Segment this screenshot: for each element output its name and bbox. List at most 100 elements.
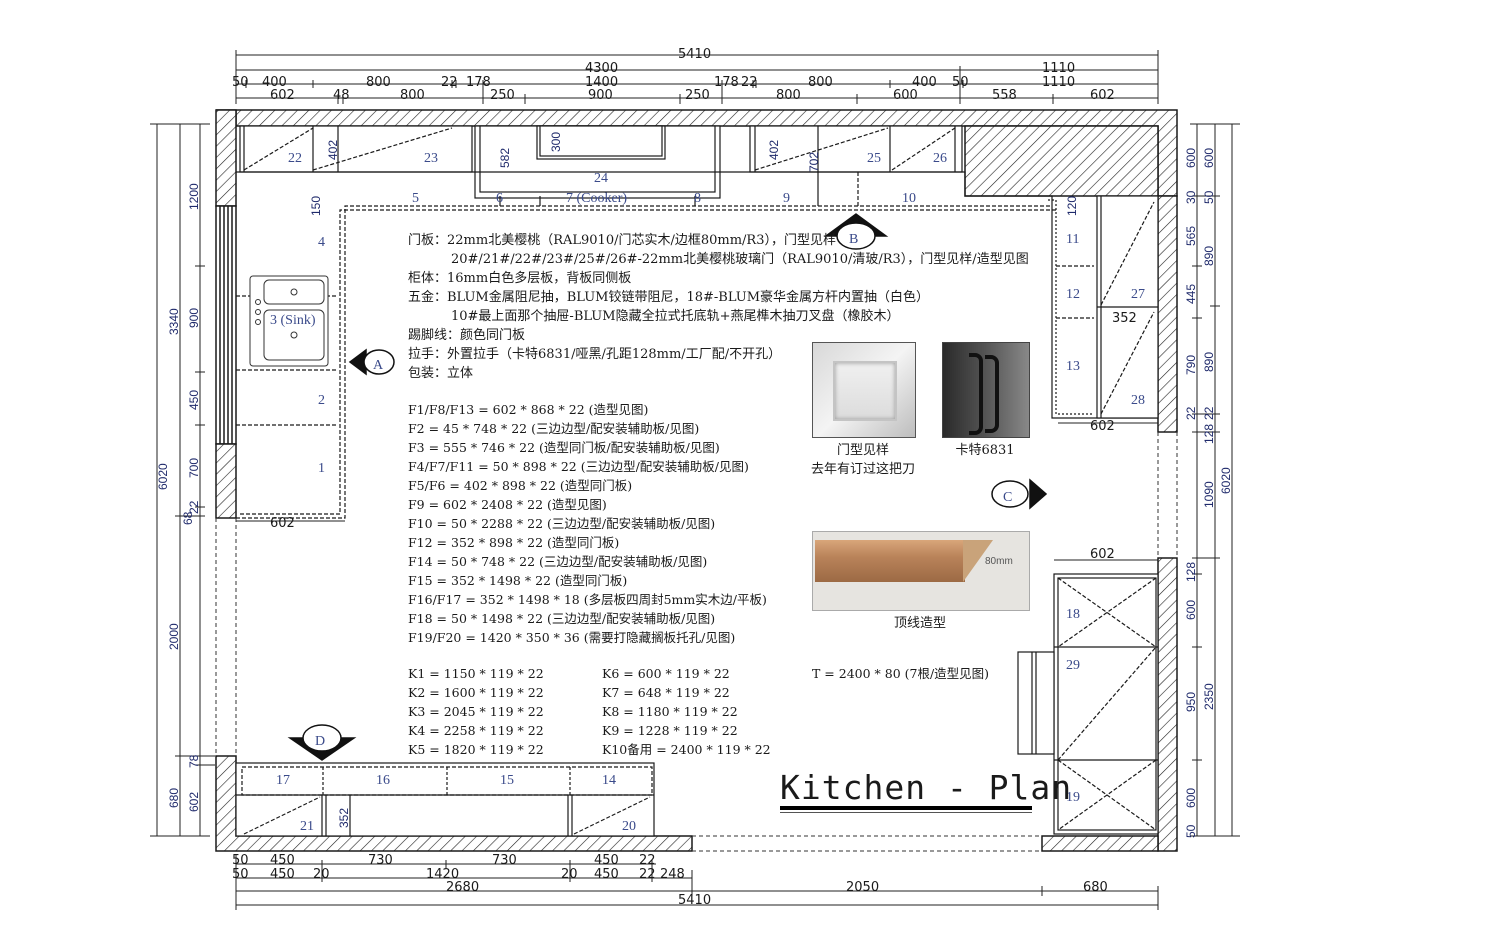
kickboard-item: K3 = 2045 * 119 * 22 <box>408 704 544 719</box>
svg-text:50: 50 <box>1184 824 1198 838</box>
svg-text:18: 18 <box>1066 607 1080 622</box>
svg-text:602: 602 <box>1090 419 1115 434</box>
material-notes: 门板：22mm北美樱桃（RAL9010/门芯实木/边框80mm/R3），门型见样… <box>408 231 1029 383</box>
svg-text:20: 20 <box>561 867 578 882</box>
svg-text:4: 4 <box>318 235 325 250</box>
svg-text:300: 300 <box>549 132 563 152</box>
svg-text:602: 602 <box>270 516 295 531</box>
svg-text:602: 602 <box>1090 547 1115 562</box>
panel-item: F12 = 352 * 898 * 22 (造型同门板) <box>408 535 620 550</box>
panel-item: F9 = 602 * 2408 * 22 (造型见图) <box>408 497 607 512</box>
svg-text:600: 600 <box>1184 148 1198 168</box>
note-kickboard: 踢脚线：颜色同门板 <box>408 328 526 343</box>
svg-text:120: 120 <box>1065 196 1079 216</box>
note-glass-door: 20#/21#/22#/23#/25#/26#-22mm北美樱桃玻璃门（RAL9… <box>451 252 1029 267</box>
kickboard-item: K2 = 1600 * 119 * 22 <box>408 685 544 700</box>
svg-text:1200: 1200 <box>187 183 201 210</box>
svg-text:8: 8 <box>694 191 701 206</box>
svg-text:900: 900 <box>187 308 201 328</box>
svg-text:C: C <box>1003 490 1012 505</box>
svg-text:22: 22 <box>639 853 656 868</box>
door-sample-caption-2: 去年有订过这把刀 <box>810 462 915 477</box>
kickboard-item: K10备用 = 2400 * 119 * 22 <box>602 742 771 757</box>
svg-text:352: 352 <box>337 808 351 828</box>
svg-text:3340: 3340 <box>167 308 181 335</box>
svg-text:29: 29 <box>1066 658 1080 673</box>
svg-text:602: 602 <box>1090 88 1115 103</box>
svg-text:5410: 5410 <box>678 893 711 908</box>
svg-text:4300: 4300 <box>585 61 618 76</box>
bottom-dimension-labels: 50 450 730 730 450 22 50 450 20 1420 20 … <box>232 853 1108 908</box>
svg-text:6020: 6020 <box>156 463 170 490</box>
view-marker-c <box>991 478 1048 510</box>
svg-text:600: 600 <box>1202 148 1216 168</box>
svg-text:178: 178 <box>714 75 739 90</box>
svg-text:13: 13 <box>1066 359 1080 374</box>
note-door: 门板：22mm北美樱桃（RAL9010/门芯实木/边框80mm/R3），门型见样 <box>408 233 836 248</box>
svg-text:6020: 6020 <box>1219 467 1233 494</box>
note-carcass: 柜体：16mm白色多层板，背板同侧板 <box>408 271 632 286</box>
view-marker-a <box>348 348 395 376</box>
svg-text:1400: 1400 <box>585 75 618 90</box>
svg-text:1: 1 <box>318 461 325 476</box>
panel-item: F18 = 50 * 1498 * 22 (三边边型/配安装辅助板/见图) <box>408 611 716 626</box>
svg-text:10: 10 <box>902 191 916 206</box>
svg-text:890: 890 <box>1202 352 1216 372</box>
svg-text:950: 950 <box>1184 692 1198 712</box>
svg-text:450: 450 <box>270 853 295 868</box>
svg-text:800: 800 <box>808 75 833 90</box>
svg-text:15: 15 <box>500 773 514 788</box>
panel-item: F5/F6 = 402 * 898 * 22 (造型同门板) <box>408 478 633 493</box>
svg-text:2050: 2050 <box>846 880 879 895</box>
wall-right-lower <box>1157 557 1178 852</box>
svg-text:890: 890 <box>1202 246 1216 266</box>
top-dimension-labels: 5410 4300 1110 50 400 800 22 178 1400 17… <box>232 47 1115 103</box>
right-dimensions <box>1190 123 1240 837</box>
svg-text:50: 50 <box>952 75 969 90</box>
svg-text:450: 450 <box>594 853 619 868</box>
svg-text:2350: 2350 <box>1202 683 1216 710</box>
svg-text:450: 450 <box>187 390 201 410</box>
door-sample-caption: 门型见样 <box>836 443 889 458</box>
panel-item: F19/F20 = 1420 * 350 * 36 (需要打隐藏搁板托孔/见图) <box>408 630 736 645</box>
svg-text:A: A <box>373 358 384 373</box>
bottom-cabinets <box>235 762 655 837</box>
svg-text:5410: 5410 <box>678 47 711 62</box>
kickboard-list-1: K1 = 1150 * 119 * 22 K2 = 1600 * 119 * 2… <box>408 664 544 759</box>
svg-text:128: 128 <box>1202 424 1216 444</box>
crown-molding-caption: 顶线造型 <box>893 616 946 631</box>
handle-bar-icon <box>969 353 983 435</box>
bottom-dimensions <box>235 855 1159 910</box>
svg-text:1110: 1110 <box>1042 61 1075 76</box>
svg-text:702: 702 <box>807 152 821 172</box>
tall-cabinet-18-29-19 <box>1017 573 1159 835</box>
kickboard-item: K8 = 1180 * 119 * 22 <box>602 704 738 719</box>
svg-text:680: 680 <box>1083 880 1108 895</box>
svg-text:402: 402 <box>767 140 781 160</box>
svg-text:602: 602 <box>270 88 295 103</box>
svg-text:1090: 1090 <box>1202 481 1216 508</box>
handle-caption: 卡特6831 <box>955 443 1015 458</box>
svg-text:680: 680 <box>167 788 181 808</box>
svg-text:600: 600 <box>1184 788 1198 808</box>
svg-text:26: 26 <box>933 151 947 166</box>
panel-list: F1/F8/F13 = 602 * 868 * 22 (造型见图) F2 = 4… <box>408 400 767 647</box>
svg-text:400: 400 <box>262 75 287 90</box>
svg-text:7 (Cooker): 7 (Cooker) <box>566 191 627 206</box>
wall-bottom-right <box>1041 835 1159 852</box>
svg-text:250: 250 <box>490 88 515 103</box>
svg-text:27: 27 <box>1131 287 1145 302</box>
note-handle: 拉手：外置拉手（卡特6831/哑黑/孔距128mm/工厂配/不开孔） <box>408 347 782 362</box>
top-wall-cabinet-labels: 22 23 24 25 26 402 582 300 402 702 <box>288 132 947 186</box>
svg-text:19: 19 <box>1066 790 1080 805</box>
kickboard-item: K6 = 600 * 119 * 22 <box>602 666 730 681</box>
view-marker-d <box>287 724 357 761</box>
svg-text:24: 24 <box>594 171 608 186</box>
handle-photo <box>942 342 1030 438</box>
wall-top-right-block <box>964 125 1159 197</box>
svg-text:78: 78 <box>187 754 201 768</box>
svg-text:1420: 1420 <box>426 867 459 882</box>
svg-text:22: 22 <box>1202 406 1216 420</box>
note-hardware: 五金：BLUM金属阻尼抽，BLUM铰链带阻尼，18#-BLUM豪华金属方杆内置抽… <box>408 290 930 305</box>
